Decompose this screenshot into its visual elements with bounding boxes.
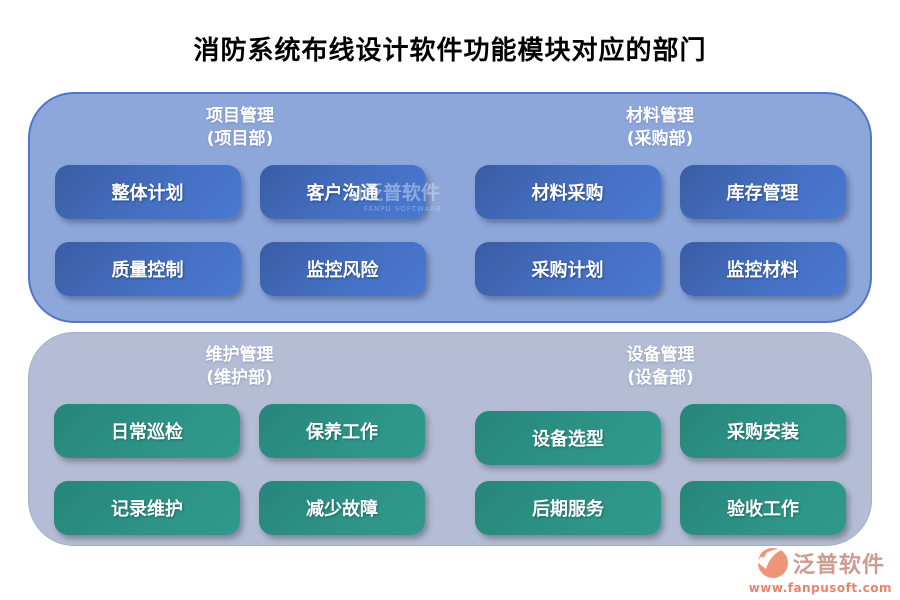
- page-title: 消防系统布线设计软件功能模块对应的部门: [193, 36, 707, 66]
- panel-maintenance-equipment: 维护管理 (维护部) 日常巡检 保养工作 记录维护 减少故障 设备管理 (设备部…: [28, 332, 872, 546]
- module-grid-material: 材料采购 库存管理 采购计划 监控材料: [474, 164, 846, 296]
- group-name: 材料管理: [626, 106, 694, 126]
- group-maintenance-management: 维护管理 (维护部) 日常巡检 保养工作 记录维护 减少故障: [29, 333, 450, 545]
- group-material-management: 材料管理 (采购部) 材料采购 库存管理 采购计划 监控材料: [450, 94, 870, 321]
- module-button: 验收工作: [680, 480, 846, 535]
- group-department: (维护部): [206, 367, 273, 388]
- group-name: 维护管理: [205, 345, 274, 365]
- brand-name: 泛普软件: [792, 553, 885, 578]
- module-grid-equipment: 设备选型 采购安装 后期服务 验收工作: [475, 403, 846, 535]
- module-button: 材料采购: [474, 164, 661, 219]
- group-department: (设备部): [627, 367, 694, 388]
- group-name: 项目管理: [206, 106, 274, 126]
- group-header-project: 项目管理 (项目部): [206, 105, 274, 151]
- module-button: 监控风险: [259, 241, 426, 296]
- group-header-maintenance: 维护管理 (维护部): [206, 344, 274, 390]
- panel-project-material: 项目管理 (项目部) 整体计划 客户沟通 质量控制 监控风险 材料管理 (采购部…: [28, 92, 872, 323]
- brand-url: www.fanpusoft.com: [748, 581, 892, 595]
- module-button: 采购安装: [680, 403, 846, 458]
- fanpu-logo: 泛普软件 www.fanpusoft.com: [749, 546, 892, 595]
- module-button: 保养工作: [259, 403, 425, 458]
- group-equipment-management: 设备管理 (设备部) 设备选型 采购安装 后期服务 验收工作: [450, 333, 871, 545]
- group-header-equipment: 设备管理 (设备部): [627, 344, 695, 390]
- fanpu-logo-icon: [756, 548, 788, 578]
- module-grid-maintenance: 日常巡检 保养工作 记录维护 减少故障: [54, 403, 425, 535]
- group-header-material: 材料管理 (采购部): [626, 105, 694, 151]
- module-button: 采购计划: [474, 241, 661, 296]
- module-button: 记录维护: [54, 480, 240, 535]
- module-button: 设备选型: [475, 410, 661, 465]
- group-name: 设备管理: [626, 345, 695, 365]
- module-button: 质量控制: [54, 241, 241, 296]
- module-button: 整体计划: [54, 164, 241, 219]
- group-project-management: 项目管理 (项目部) 整体计划 客户沟通 质量控制 监控风险: [30, 94, 450, 321]
- group-department: (采购部): [626, 128, 694, 149]
- module-grid-project: 整体计划 客户沟通 质量控制 监控风险: [54, 164, 426, 296]
- module-button: 日常巡检: [54, 403, 240, 458]
- module-button: 客户沟通: [259, 164, 426, 219]
- module-button: 减少故障: [259, 480, 425, 535]
- module-button: 库存管理: [679, 164, 846, 219]
- group-department: (项目部): [206, 128, 274, 149]
- module-button: 监控材料: [679, 241, 846, 296]
- module-button: 后期服务: [475, 480, 661, 535]
